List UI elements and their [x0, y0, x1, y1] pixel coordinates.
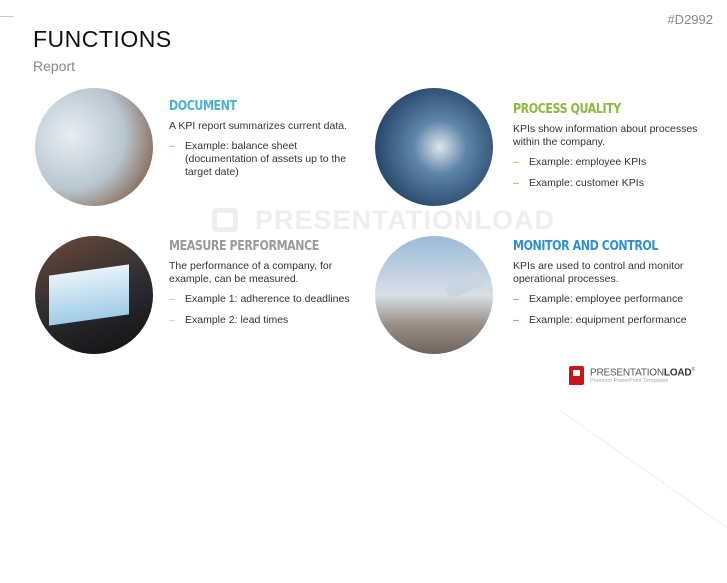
- logo-registered: ®: [691, 366, 695, 373]
- dash-bullet: –: [169, 314, 175, 326]
- section-monitor-control: MONITOR AND CONTROL KPIs are used to con…: [513, 240, 698, 335]
- watermark-logo-icon: [212, 208, 238, 232]
- section-text: The performance of a company, for exampl…: [169, 260, 333, 285]
- section-measure-performance: MEASURE PERFORMANCE The performance of a…: [169, 240, 354, 335]
- dash-bullet: –: [169, 140, 175, 152]
- section-text: A KPI report summarizes current data.: [169, 120, 347, 132]
- top-accent-line: [0, 16, 14, 17]
- decorative-line: [559, 410, 727, 583]
- list-item: –Example 2: lead times: [169, 314, 354, 327]
- logo-mark-icon: [569, 366, 584, 385]
- list-item: –Example: equipment performance: [513, 314, 698, 327]
- logo-name-light: PRESENTATION: [590, 367, 664, 379]
- section-text: KPIs show information about processes wi…: [513, 123, 698, 148]
- item-text: Example: customer KPIs: [529, 177, 644, 189]
- item-text: Example: employee KPIs: [529, 156, 647, 168]
- section-title: PROCESS QUALITY: [513, 102, 621, 117]
- dash-bullet: –: [513, 156, 519, 168]
- presentationload-logo: PRESENTATIONLOAD® Premium PowerPoint Tem…: [569, 366, 695, 385]
- logo-tagline: Premium PowerPoint Templates: [590, 378, 669, 385]
- dash-bullet: –: [513, 314, 519, 326]
- section-title: MONITOR AND CONTROL: [513, 239, 659, 254]
- list-item: –Example: employee KPIs: [513, 156, 698, 169]
- item-text: Example 1: adherence to deadlines: [185, 293, 350, 305]
- list-item: –Example: customer KPIs: [513, 177, 698, 190]
- dash-bullet: –: [513, 293, 519, 305]
- process-quality-image: [375, 88, 493, 206]
- section-process-quality: PROCESS QUALITY KPIs show information ab…: [513, 103, 698, 198]
- watermark: PRESENTATIONLOAD: [255, 205, 556, 235]
- logo-name: PRESENTATIONLOAD®: [590, 367, 695, 378]
- item-text: Example 2: lead times: [185, 314, 289, 326]
- item-text: Example: balance sheet (documentation of…: [185, 140, 347, 178]
- list-item: –Example: balance sheet (documentation o…: [169, 140, 354, 179]
- list-item: –Example 1: adherence to deadlines: [169, 293, 354, 306]
- item-text: Example: employee performance: [529, 293, 684, 305]
- page-title: FUNCTIONS: [33, 26, 172, 52]
- logo-name-bold: LOAD: [663, 367, 692, 379]
- dash-bullet: –: [513, 177, 519, 189]
- item-text: Example: equipment performance: [529, 314, 687, 326]
- dash-bullet: –: [169, 293, 175, 305]
- section-document: DOCUMENT A KPI report summarizes current…: [169, 100, 354, 187]
- section-title: DOCUMENT: [169, 99, 237, 114]
- section-title: MEASURE PERFORMANCE: [169, 239, 319, 254]
- slide-code: #D2992: [667, 12, 713, 27]
- section-text: KPIs are used to control and monitor ope…: [513, 260, 684, 285]
- page-subtitle: Report: [33, 58, 76, 74]
- measure-performance-image: [35, 236, 153, 354]
- document-image: [35, 88, 153, 206]
- list-item: –Example: employee performance: [513, 293, 698, 306]
- monitor-control-image: [375, 236, 493, 354]
